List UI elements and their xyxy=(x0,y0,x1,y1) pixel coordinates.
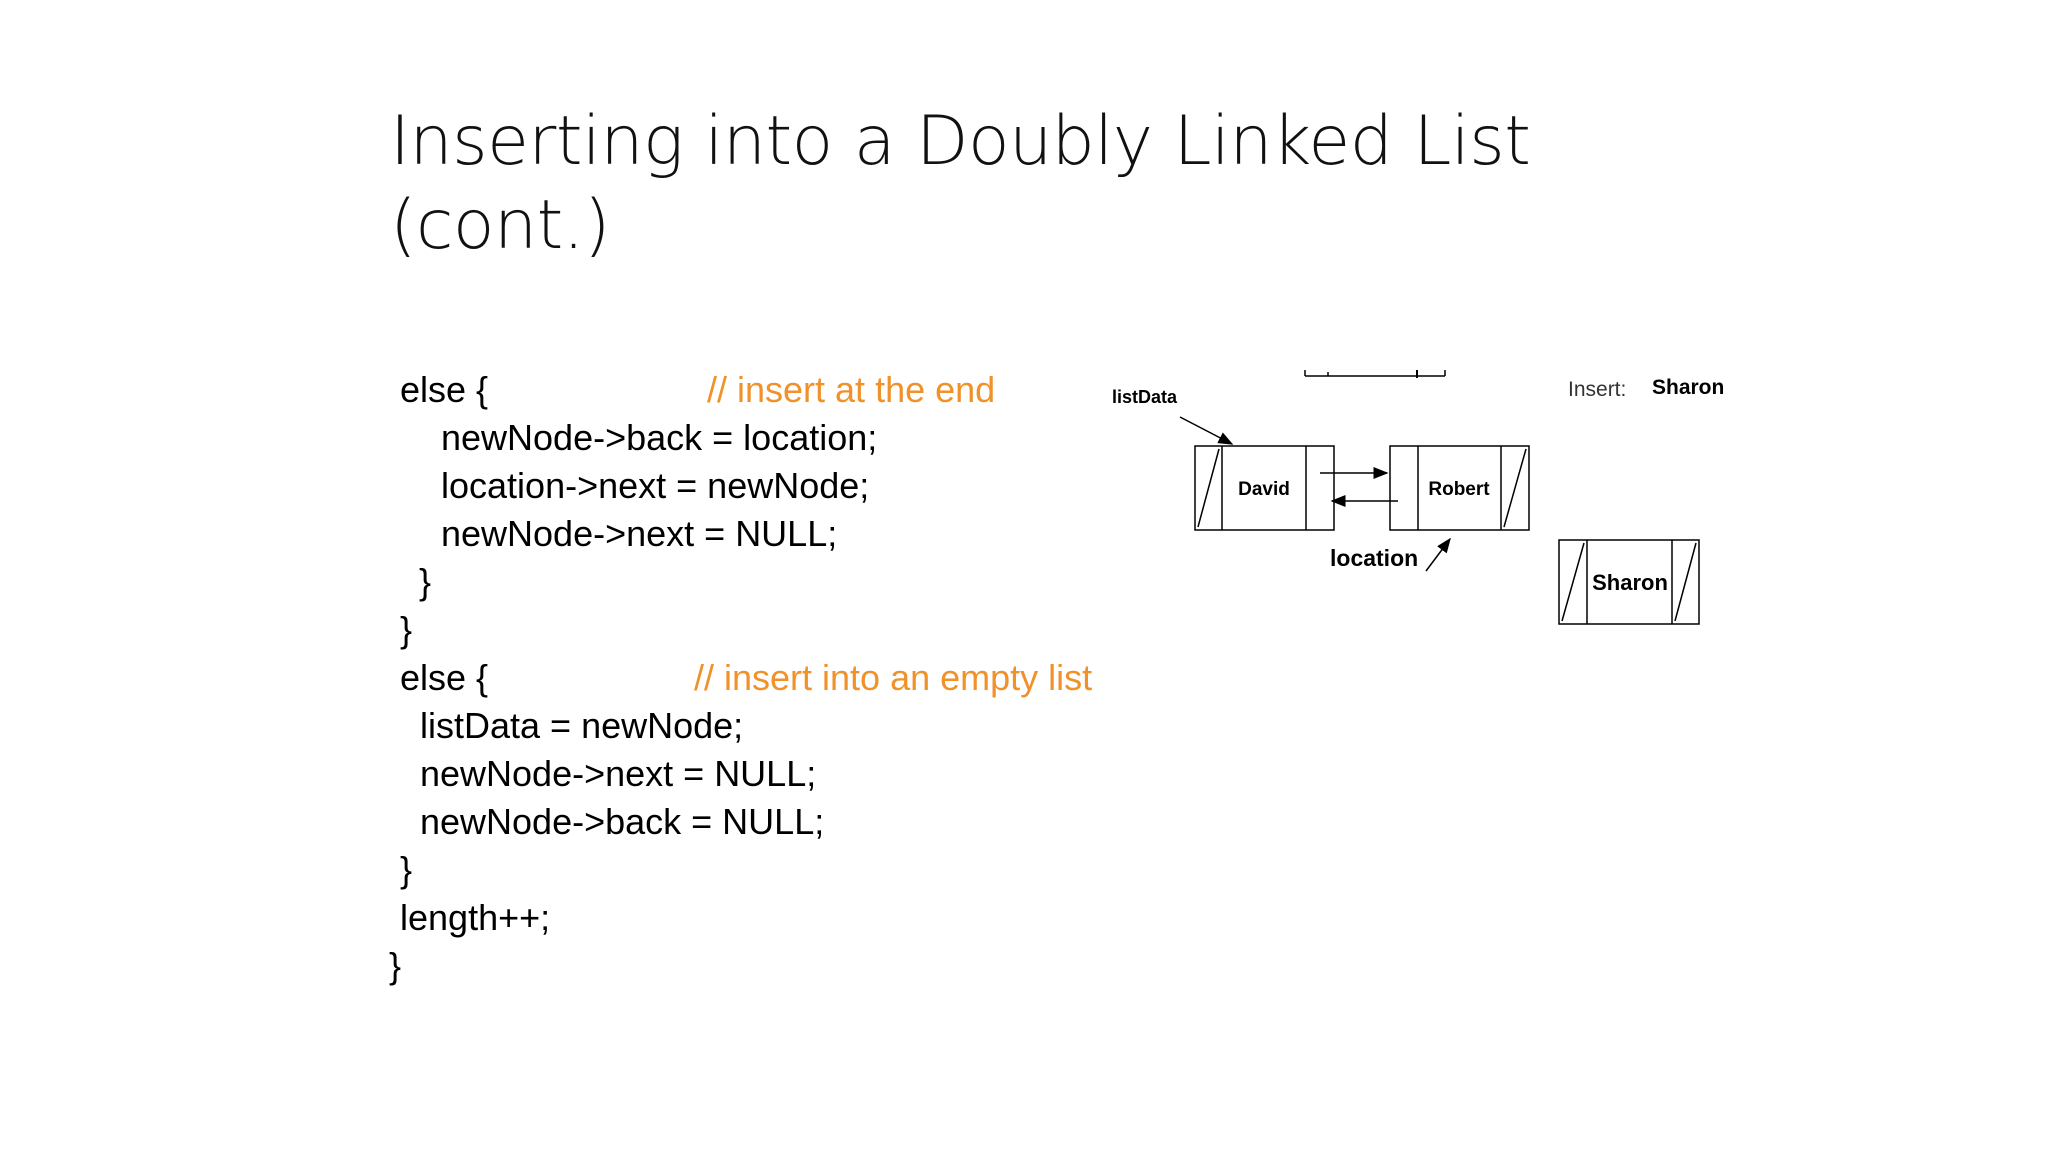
listdata-label: listData xyxy=(1112,387,1178,407)
title-line-1: Inserting into a Doubly Linked List xyxy=(390,102,1531,181)
code-line: newNode->back = NULL; xyxy=(420,801,825,842)
linked-list-diagram: listData David Robert loc xyxy=(1090,355,1790,645)
node-sharon-label: Sharon xyxy=(1592,570,1668,595)
node-david-label: David xyxy=(1238,479,1290,500)
listdata-arrow xyxy=(1179,416,1234,445)
insert-prefix: Insert: xyxy=(1568,378,1626,401)
code-line: newNode->next = NULL; xyxy=(420,753,817,794)
code-line: length++; xyxy=(400,897,551,938)
node-robert-label: Robert xyxy=(1428,479,1490,500)
node-sharon: Sharon xyxy=(1558,539,1700,625)
slide-title: Inserting into a Doubly Linked List (con… xyxy=(390,100,1590,268)
location-label: location xyxy=(1330,545,1418,571)
code-comment: // insert at the end xyxy=(707,369,996,410)
node-robert: Robert xyxy=(1389,445,1530,531)
title-line-2: (cont.) xyxy=(390,186,610,265)
node-david: David xyxy=(1194,445,1335,531)
code-line: else { xyxy=(400,657,489,698)
code-line: } xyxy=(389,945,402,986)
code-line: } xyxy=(419,561,432,602)
diagram-svg: listData David Robert loc xyxy=(1112,370,1724,625)
code-line: else { xyxy=(400,369,489,410)
code-line: newNode->next = NULL; xyxy=(441,513,838,554)
top-pointer-fragment xyxy=(1304,370,1446,378)
insert-value: Sharon xyxy=(1652,376,1724,399)
code-line: location->next = newNode; xyxy=(441,465,870,506)
code-comment: // insert into an empty list xyxy=(694,657,1093,698)
location-arrow xyxy=(1425,537,1451,572)
code-line: listData = newNode; xyxy=(420,705,744,746)
code-line: } xyxy=(400,609,413,650)
code-line: newNode->back = location; xyxy=(441,417,878,458)
code-line: } xyxy=(400,849,413,890)
code-block: else { // insert at the end newNode->bac… xyxy=(389,369,1093,986)
